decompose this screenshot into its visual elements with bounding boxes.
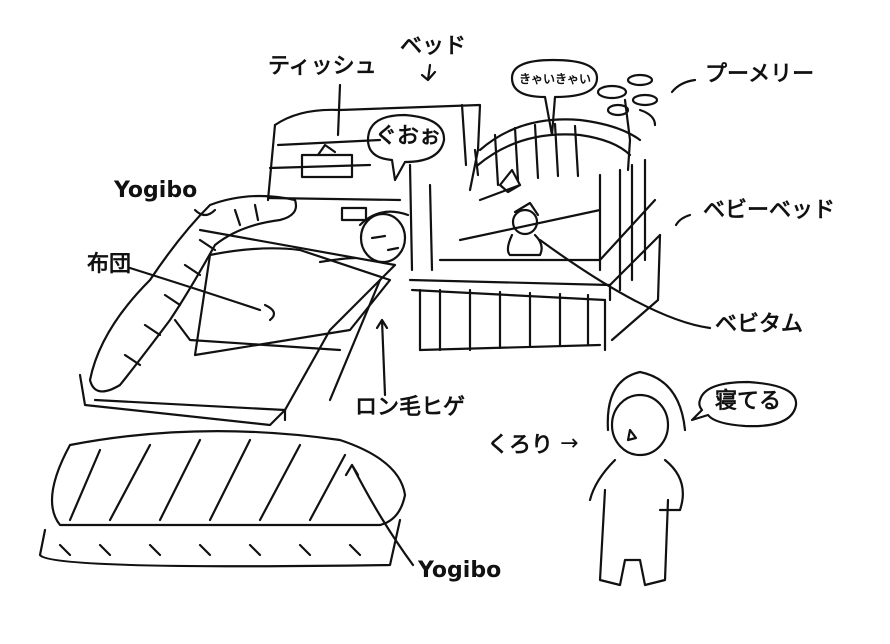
label-kurori: くろり xyxy=(487,433,554,458)
label-tissue: ティッシュ xyxy=(268,54,377,79)
arrow-right-icon: → xyxy=(560,431,579,456)
futon-drawing xyxy=(193,247,392,357)
label-yogibo-top: Yogibo xyxy=(114,178,198,203)
label-bebitam: ベビタム xyxy=(715,312,804,337)
speech-bubble-kurori xyxy=(690,380,798,428)
speech-bubble-snore xyxy=(366,113,446,182)
speech-snore: ぐおぉ xyxy=(375,124,442,149)
speech-kurori: 寝てる xyxy=(715,389,782,414)
label-bed: ベッド xyxy=(400,34,467,59)
label-long-hair-beard: ロン毛ヒゲ xyxy=(355,395,466,420)
label-yogibo-bottom: Yogibo xyxy=(418,558,502,583)
label-baby-bed: ベビーベッド xyxy=(703,198,836,223)
kurori-drawing xyxy=(588,370,687,587)
baby-bed-drawing xyxy=(408,118,662,352)
label-poomelly: プーメリー xyxy=(705,62,815,87)
label-futon: 布団 xyxy=(87,252,132,277)
yogibo-large-drawing xyxy=(38,430,407,568)
bebitam-doll-drawing xyxy=(498,168,543,257)
speech-bubble-baby xyxy=(510,58,599,137)
poomelly-drawing xyxy=(596,73,659,172)
sleeping-man-drawing xyxy=(318,206,410,264)
speech-baby: きゃいきゃい xyxy=(519,72,592,86)
bed-drawing xyxy=(78,103,482,427)
yogibo-roll-drawing xyxy=(88,194,298,393)
pointer-lines xyxy=(128,63,712,567)
tissue-box-drawing xyxy=(300,143,354,179)
